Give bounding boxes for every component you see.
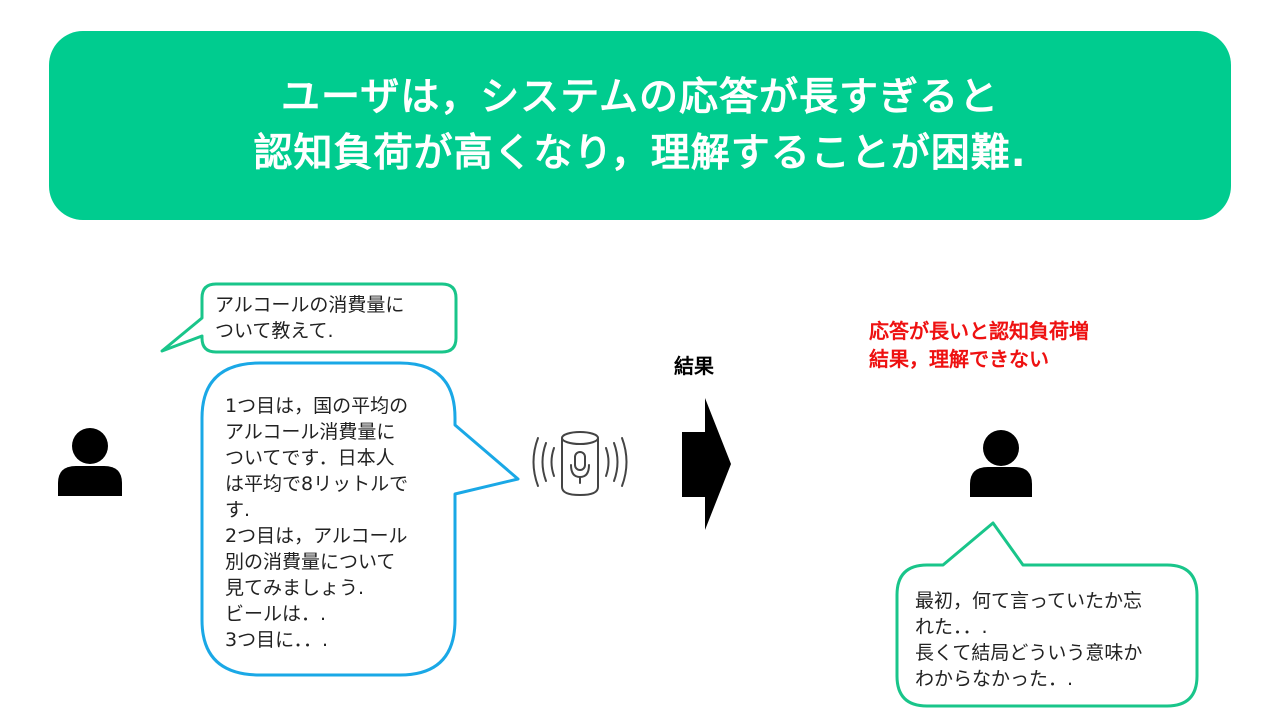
question-text: アルコールの消費量に ついて教えて.: [215, 292, 404, 344]
answer-line-1: 1つ目は，国の平均の: [225, 395, 409, 417]
answer-line-3: ついてです．日本人: [225, 447, 395, 469]
left-user-icon: [58, 428, 122, 496]
outcome-line-2: 結果，理解できない: [869, 347, 1049, 371]
answer-line-9: ビールは．.: [225, 603, 327, 625]
right-arrow-icon: [682, 398, 731, 530]
answer-line-8: 見てみましょう.: [225, 577, 365, 599]
outcome-line-1: 応答が長いと認知負荷増: [869, 319, 1089, 343]
headline-line-1: ユーザは，システムの応答が長すぎると: [280, 74, 1000, 120]
reaction-speech-bubble: [895, 521, 1199, 708]
question-line-1: アルコールの消費量に: [215, 294, 405, 316]
outcome-text: 応答が長いと認知負荷増 結果，理解できない: [869, 317, 1089, 373]
question-speech-bubble: [160, 282, 458, 354]
answer-line-2: アルコール消費量に: [225, 421, 396, 443]
answer-line-5: す.: [225, 499, 251, 521]
headline-line-2: 認知負荷が高くなり，理解することが困難.: [253, 130, 1027, 176]
arrow-label: 結果: [674, 354, 714, 378]
answer-line-7: 別の消費量について: [225, 551, 396, 573]
smart-speaker-icon: [532, 431, 628, 497]
answer-line-10: 3つ目に．．.: [225, 629, 329, 651]
question-line-2: ついて教えて.: [215, 320, 334, 342]
headline-banner: ユーザは，システムの応答が長すぎると 認知負荷が高くなり，理解することが困難.: [49, 31, 1231, 220]
reaction-line-4: わからなかった．.: [915, 668, 1074, 690]
reaction-line-2: れた．．.: [915, 616, 988, 638]
right-user-icon: [970, 430, 1032, 497]
reaction-line-1: 最初，何て言っていたか忘: [915, 590, 1143, 612]
answer-line-6: 2つ目は，アルコール: [225, 525, 408, 547]
answer-speech-bubble: [200, 361, 520, 677]
reaction-text: 最初，何て言っていたか忘 れた．．. 長くて結局どういう意味か わからなかった．…: [915, 588, 1142, 692]
reaction-line-3: 長くて結局どういう意味か: [915, 642, 1143, 664]
answer-line-4: は平均で8リットルで: [225, 473, 409, 495]
answer-text: 1つ目は，国の平均の アルコール消費量に ついてです．日本人 は平均で8リットル…: [225, 393, 408, 653]
